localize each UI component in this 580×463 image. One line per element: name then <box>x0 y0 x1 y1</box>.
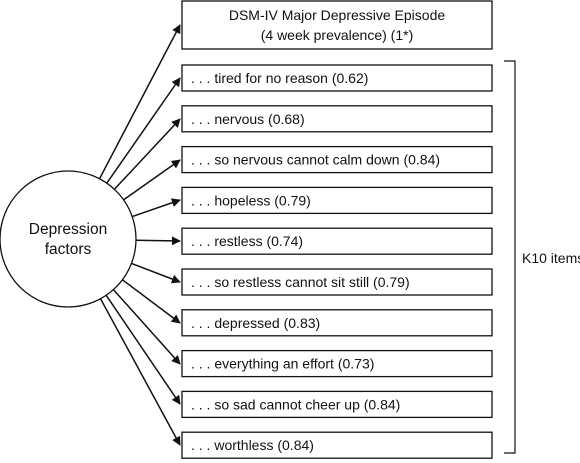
arrow-to-item <box>99 298 181 446</box>
k10-item-label: . . . depressed (0.83) <box>191 315 320 331</box>
bracket-label: K10 items <box>522 250 580 266</box>
arrow-to-item <box>113 118 181 190</box>
k10-item-label: . . . restless (0.74) <box>191 233 303 249</box>
k10-item-label: . . . so sad cannot cheer up (0.84) <box>191 396 400 412</box>
k10-item-box <box>181 431 493 459</box>
k10-item: . . . restless (0.74) <box>181 227 493 255</box>
k10-item-box <box>181 227 493 255</box>
outcome-box: DSM-IV Major Depressive Episode (4 week … <box>181 0 493 50</box>
k10-item: . . . hopeless (0.79) <box>181 186 493 215</box>
k10-item-label: . . . so nervous cannot calm down (0.84) <box>191 152 440 168</box>
k10-bracket: K10 items <box>504 60 580 454</box>
k10-item: . . . depressed (0.83) <box>181 309 493 337</box>
arrows-group <box>98 24 181 446</box>
factor-label-line-1: Depression <box>29 221 107 238</box>
arrow-to-item <box>105 294 181 405</box>
k10-item: . . . so sad cannot cheer up (0.84) <box>181 390 493 419</box>
arrow-to-outcome <box>98 24 181 180</box>
arrow-to-item <box>121 279 181 324</box>
arrow-to-item <box>112 289 181 365</box>
arrow-to-item <box>131 198 181 218</box>
k10-item-box <box>181 349 493 378</box>
outcome-box-frame <box>181 0 493 50</box>
k10-item-box <box>181 145 493 174</box>
k10-item: . . . so restless cannot sit still (0.79… <box>181 268 493 296</box>
arrow-to-item <box>131 262 181 284</box>
k10-item-label: . . . everything an effort (0.73) <box>191 356 374 372</box>
outcome-line-2: (4 week prevalence) (1*) <box>261 27 414 43</box>
k10-item-label: . . . hopeless (0.79) <box>191 192 311 208</box>
k10-item-box <box>181 64 493 92</box>
k10-item-label: . . . tired for no reason (0.62) <box>191 70 368 86</box>
bracket-line <box>504 60 516 454</box>
k10-item-box <box>181 268 493 296</box>
k10-item-label: . . . worthless (0.84) <box>191 437 314 453</box>
k10-item-box <box>181 390 493 419</box>
arrow-to-item <box>123 159 181 201</box>
arrow-to-item <box>106 77 181 184</box>
k10-item: . . . tired for no reason (0.62) <box>181 64 493 92</box>
factor-circle <box>0 170 137 308</box>
k10-item-box <box>181 186 493 215</box>
k10-item: . . . so nervous cannot calm down (0.84) <box>181 145 493 174</box>
k10-item-label: . . . nervous (0.68) <box>191 111 305 127</box>
k10-item: . . . everything an effort (0.73) <box>181 349 493 378</box>
k10-item-box <box>181 105 493 133</box>
factor-label-line-2: factors <box>45 241 92 258</box>
k10-item: . . . nervous (0.68) <box>181 105 493 133</box>
outcome-line-1: DSM-IV Major Depressive Episode <box>229 7 446 23</box>
k10-item-box <box>181 309 493 337</box>
factor-node: Depression factors <box>0 170 137 308</box>
k10-items-group: . . . tired for no reason (0.62) . . . ne… <box>181 64 493 459</box>
arrow-to-item <box>135 236 181 246</box>
k10-item: . . . worthless (0.84) <box>181 431 493 459</box>
k10-item-label: . . . so restless cannot sit still (0.79… <box>191 274 410 290</box>
